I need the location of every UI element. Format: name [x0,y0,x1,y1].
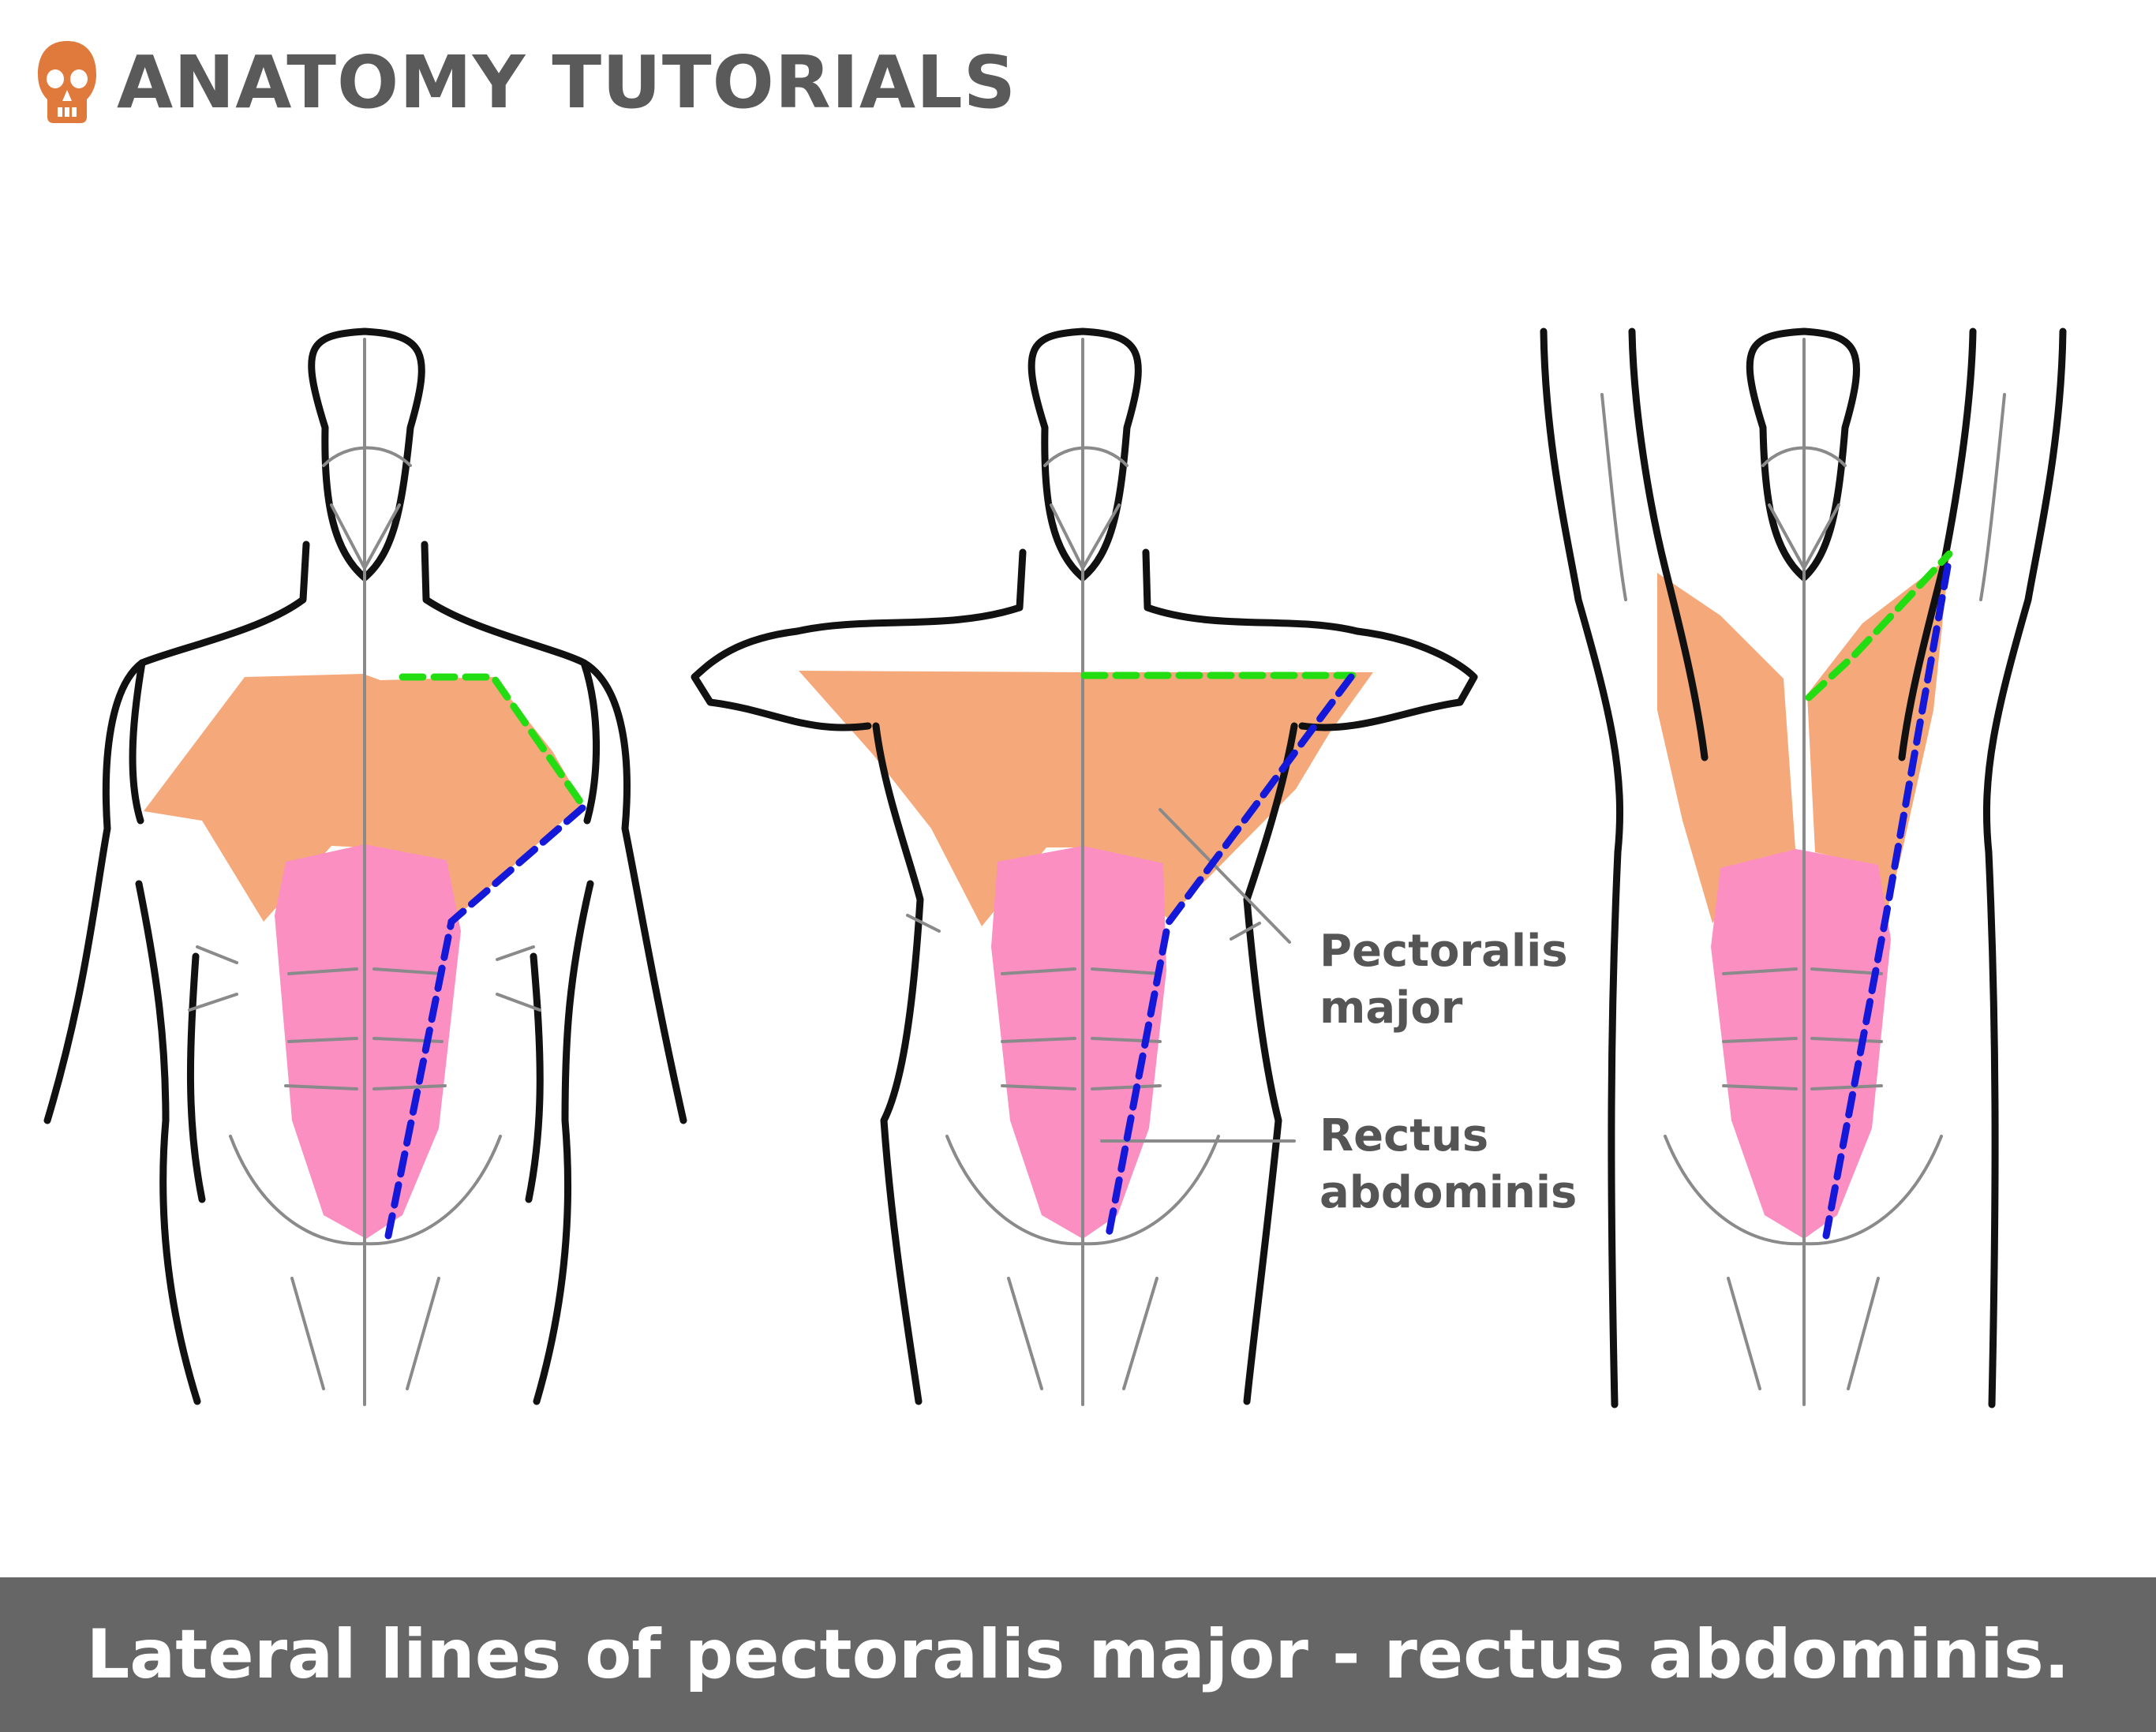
rectus-label-line2: abdominis [1319,1165,1577,1221]
rectus-label-line1: Rectus [1319,1108,1577,1165]
anatomy-diagram [0,0,2156,1578]
figure-arms-out [694,331,1474,1405]
pectoralis-label-line1: Pectoralis [1319,923,1568,980]
figure-arms-up [1544,331,2063,1405]
figure-arms-down [47,331,683,1405]
rectus-label: Rectus abdominis [1319,1108,1577,1221]
caption-text: Lateral lines of pectoralis major - rect… [86,1621,2069,1689]
pectoralis-label: Pectoralis major [1319,923,1568,1037]
caption-bar: Lateral lines of pectoralis major - rect… [0,1577,2156,1732]
pectoralis-label-line2: major [1319,980,1568,1037]
